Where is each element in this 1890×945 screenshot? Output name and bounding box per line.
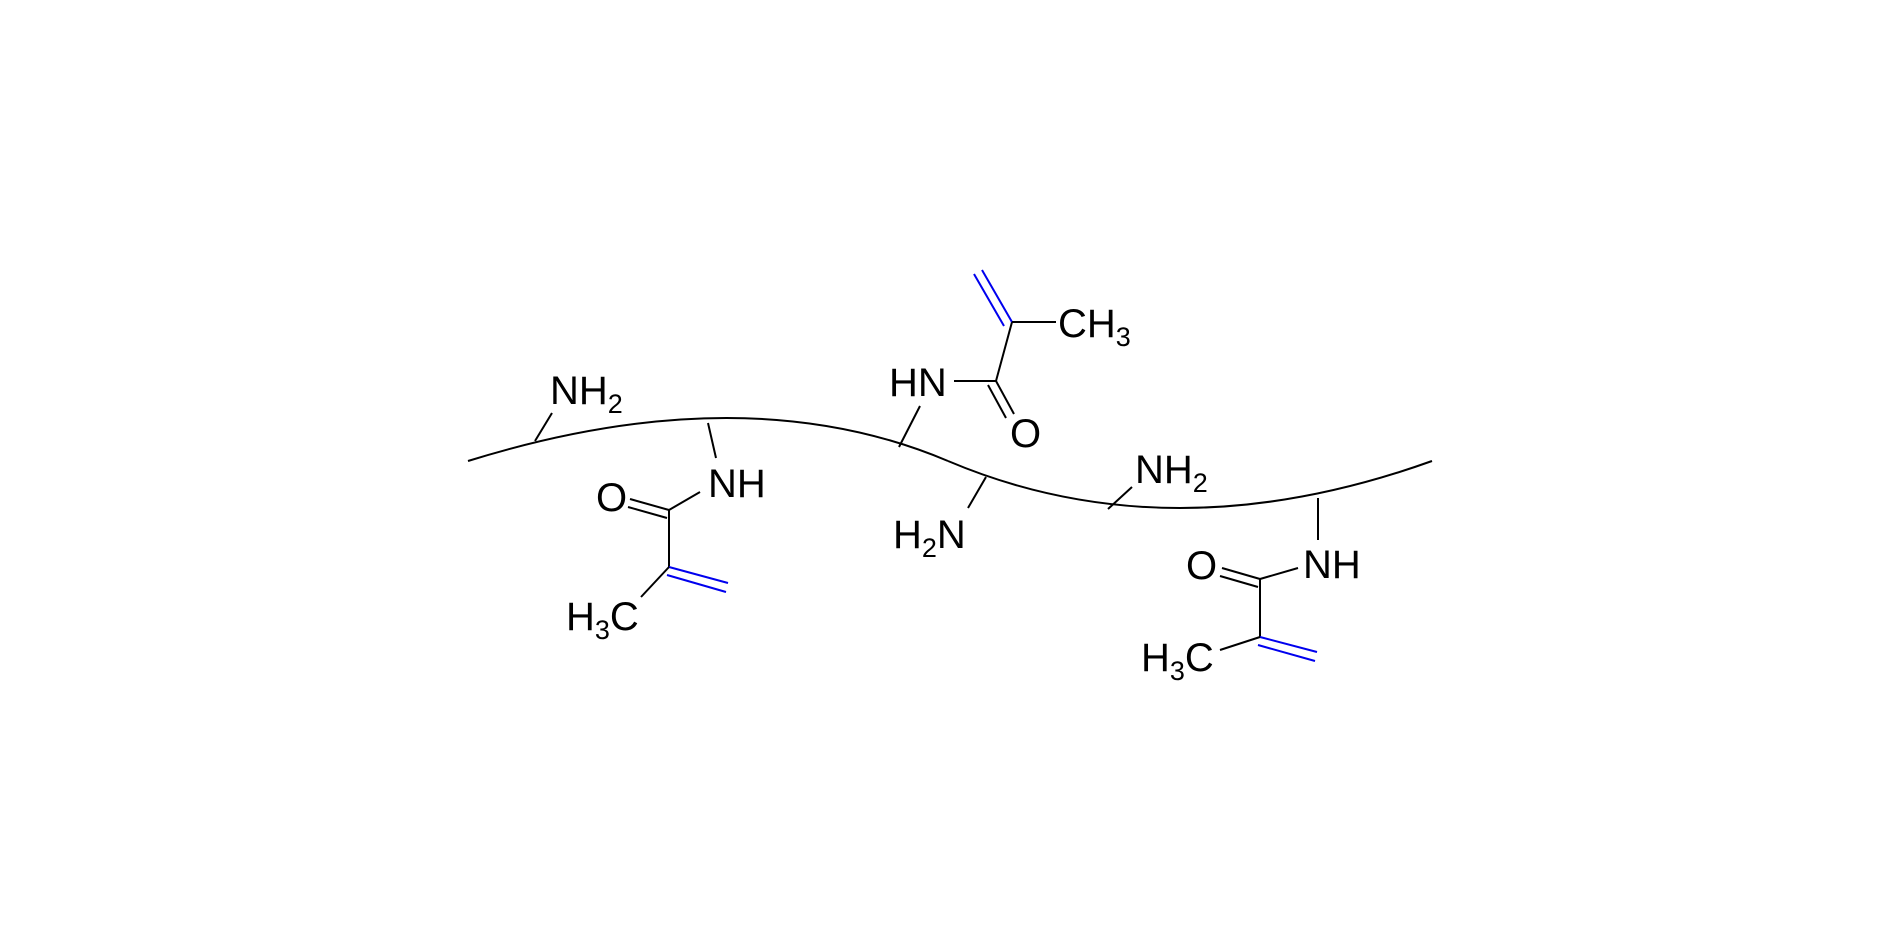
bond-backbone-hn-top [898,405,921,448]
backbone-left-arc [467,417,949,462]
bond-alkene-methyl-right [1219,636,1261,651]
vinyl-double-bond-top-2 [973,273,1005,327]
bond-nh-carbonyl-left [668,491,701,511]
nh2-top-left-label: NH2 [550,369,623,419]
bond-carbonyl-alkene-top [995,321,1013,382]
vinyl-double-bond-right-1 [1259,636,1318,653]
bond-backbone-h2n-mid [967,476,987,509]
bond-backbone-nh2-left [534,412,553,442]
bond-nh-carbonyl-right [1259,567,1299,580]
hn-top-label: HN [889,361,947,405]
bond-backbone-nh-left [707,422,717,459]
bond-carbonyl-o-left-2 [627,506,668,519]
bond-backbone-nh2-mid-right [1107,486,1133,510]
vinyl-double-bond-top-1 [981,269,1013,323]
bond-carbonyl-o-right-2 [1219,575,1259,588]
ch3-top-label: CH3 [1058,302,1131,352]
bond-alkene-methyl-left [640,566,670,598]
o-left-label: O [596,476,627,520]
nh2-mid-right-label: NH2 [1135,448,1208,498]
o-top-label: O [1010,412,1041,456]
h3c-right-label: H3C [1141,636,1214,686]
h2n-mid-label: H2N [893,513,966,563]
backbone-right-arc [947,460,1433,509]
vinyl-double-bond-left-1 [668,566,729,584]
nh-right-label: NH [1303,543,1361,587]
bond-carbonyl-o-right-1 [1221,567,1261,580]
bond-carbonyl-o-left-1 [629,498,670,511]
bond-carbonyl-o-top-2 [987,384,1007,419]
vinyl-double-bond-left-2 [666,574,727,593]
bond-carbonyl-o-top-1 [995,380,1015,415]
vinyl-double-bond-right-2 [1257,644,1316,662]
nh-left-label: NH [708,462,766,506]
h3c-left-label: H3C [566,595,639,645]
o-right-label: O [1186,544,1217,588]
